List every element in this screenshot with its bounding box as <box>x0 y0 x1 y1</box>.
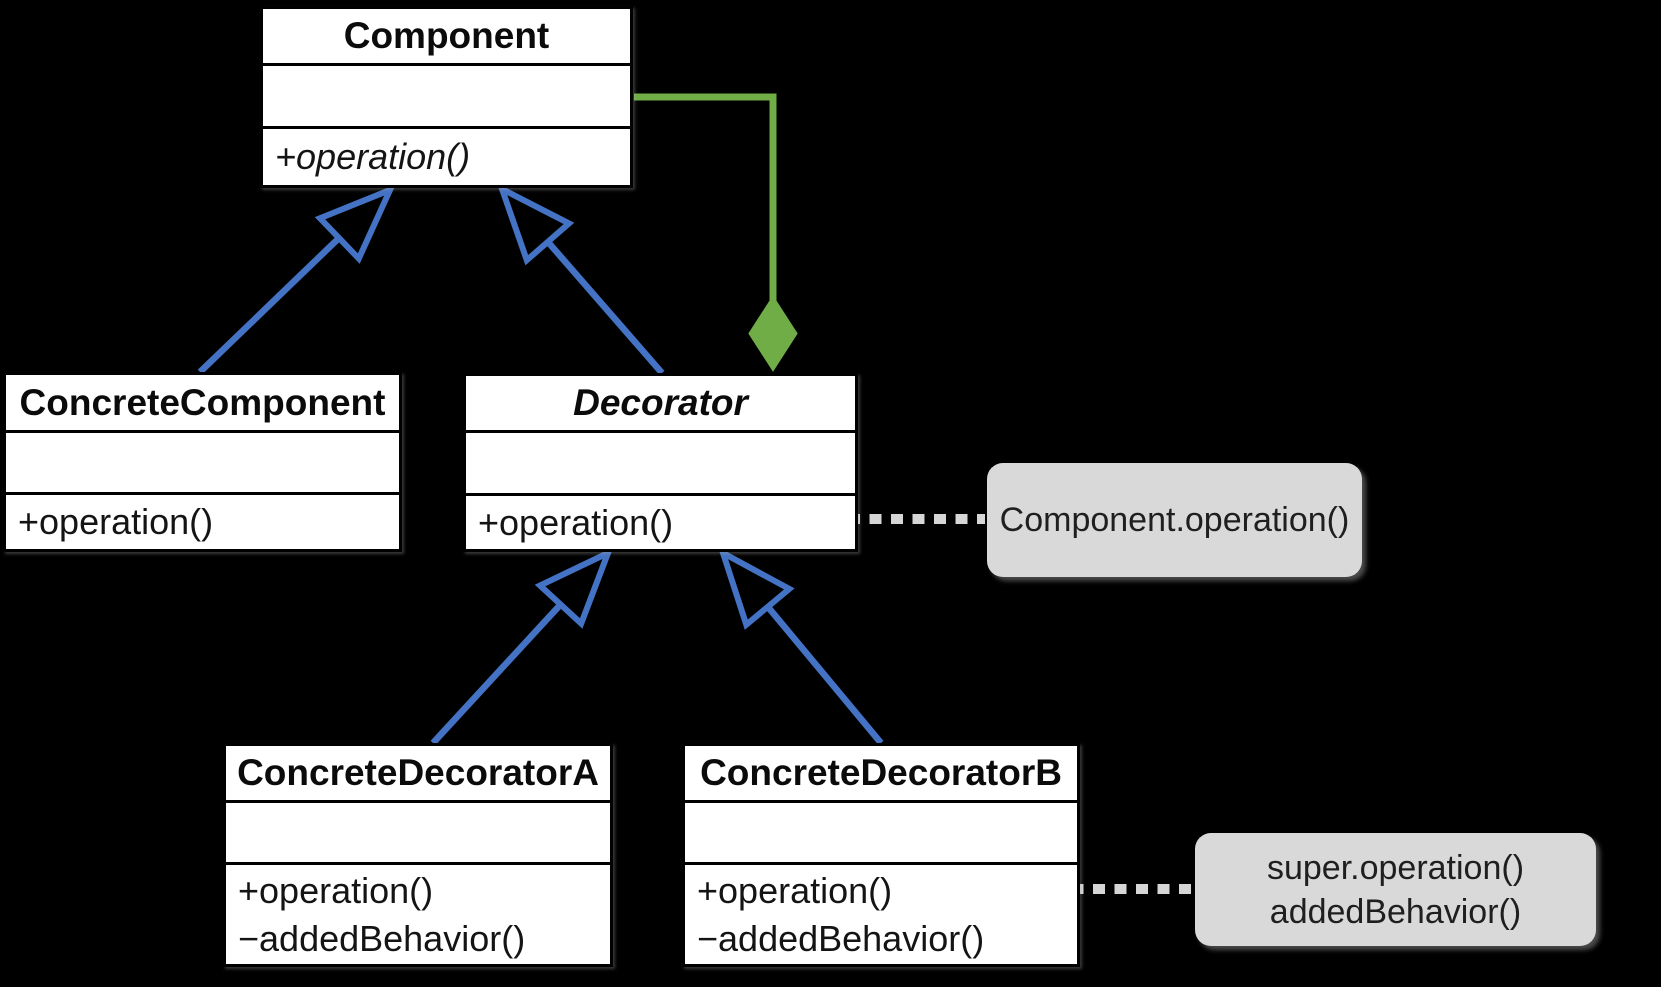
inheritance-arrowhead-icon <box>314 184 396 264</box>
class-concrete-component-title: ConcreteComponent <box>19 381 386 423</box>
class-concrete-decorator-b-attributes <box>685 800 1077 862</box>
class-concrete-decorator-a-methods: +operation() −addedBehavior() <box>226 862 610 964</box>
note-component-operation: Component.operation() <box>987 463 1362 577</box>
inheritance-line-concretedecoratora-decorator <box>430 601 564 746</box>
class-concrete-decorator-b: ConcreteDecoratorB +operation() −addedBe… <box>682 743 1080 967</box>
note-line: addedBehavior() <box>1269 892 1522 931</box>
composition-line-component-decorator <box>634 93 777 301</box>
method-operation: +operation() <box>697 869 893 911</box>
class-component-methods: +operation() <box>263 126 630 185</box>
class-concrete-decorator-a-attributes <box>226 800 610 862</box>
class-component-title: Component <box>343 15 550 56</box>
composition-diamond-icon <box>748 295 798 372</box>
method-added-behavior: −addedBehavior() <box>697 917 985 959</box>
class-concrete-decorator-b-methods: +operation() −addedBehavior() <box>685 862 1077 964</box>
method-operation: +operation() <box>238 869 434 911</box>
note-line: Component.operation() <box>999 501 1350 539</box>
note-super-operation: super.operation() addedBehavior() <box>1195 833 1596 946</box>
inheritance-arrowhead-icon <box>534 547 614 629</box>
class-decorator: Decorator +operation() <box>463 373 858 552</box>
method-operation: +operation() <box>275 136 471 177</box>
class-concrete-component-methods: +operation() <box>6 492 399 549</box>
method-operation: +operation() <box>478 501 674 543</box>
method-added-behavior: −addedBehavior() <box>238 917 526 959</box>
class-decorator-attributes <box>466 430 855 493</box>
inheritance-arrowhead-icon <box>496 182 575 266</box>
note-line: super.operation() <box>1266 848 1525 887</box>
inheritance-line-concretedecoratorb-decorator <box>765 604 884 746</box>
class-concrete-component-attributes <box>6 430 399 492</box>
class-concrete-decorator-a-title: ConcreteDecoratorA <box>237 752 599 793</box>
class-decorator-methods: +operation() <box>466 493 855 549</box>
class-component: Component +operation() <box>260 6 633 188</box>
inheritance-line-decorator-component <box>545 239 665 376</box>
inheritance-line-concretecomponent-component <box>197 235 342 375</box>
method-operation: +operation() <box>18 501 214 542</box>
class-concrete-decorator-a: ConcreteDecoratorA +operation() −addedBe… <box>223 743 613 967</box>
class-component-attributes <box>263 63 630 126</box>
class-concrete-decorator-b-title: ConcreteDecoratorB <box>700 752 1062 793</box>
inheritance-arrowhead-icon <box>717 546 795 630</box>
class-decorator-title: Decorator <box>573 382 748 423</box>
class-concrete-component: ConcreteComponent +operation() <box>3 372 402 552</box>
